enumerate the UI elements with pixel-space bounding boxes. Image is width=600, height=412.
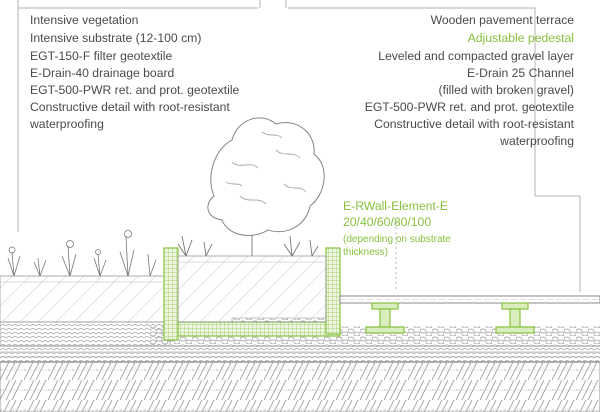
substrate-bed-left: [0, 275, 165, 323]
label-gravel-layer: Leveled and compacted gravel layer: [378, 49, 574, 63]
label-protection-geotextile-left: EGT-500-PWR ret. and prot. geotextile: [30, 83, 240, 97]
vegetation-left: [7, 230, 157, 277]
label-channel-fill: (filled with broken gravel): [438, 83, 574, 97]
label-adjustable-pedestal: Adjustable pedestal: [467, 31, 574, 45]
label-intensive-substrate: Intensive substrate (12-100 cm): [30, 31, 202, 45]
adjustable-pedestal-1: [365, 302, 405, 334]
frame-lines: [17, 0, 581, 292]
label-rwall-note-1: (depending on substrate: [343, 234, 451, 245]
structural-slab: [0, 361, 600, 412]
waterproofing-layers: [0, 345, 600, 362]
wooden-terrace: [339, 295, 600, 304]
adjustable-pedestal-2: [495, 302, 535, 334]
label-protection-geotextile-right: EGT-500-PWR ret. and prot. geotextile: [364, 100, 574, 114]
label-filter-geotextile: EGT-150-F filter geotextile: [30, 49, 173, 63]
drainage-board: [0, 321, 171, 347]
rwall-element-planter: [163, 247, 341, 341]
label-intensive-vegetation: Intensive vegetation: [30, 13, 139, 27]
label-wooden-terrace: Wooden pavement terrace: [430, 13, 574, 27]
label-waterproofing-left-2: waterproofing: [30, 117, 104, 131]
label-waterproofing-left-1: Constructive detail with root-resistant: [30, 100, 230, 114]
planter-tree: [177, 117, 325, 257]
label-drainage-board: E-Drain-40 drainage board: [30, 66, 175, 80]
label-drain-channel: E-Drain 25 Channel: [466, 66, 574, 80]
label-waterproofing-right-2: waterproofing: [500, 134, 574, 148]
label-rwall-sizes: 20/40/60/80/100: [343, 215, 432, 229]
label-waterproofing-right-1: Constructive detail with root-resistant: [374, 117, 574, 131]
label-rwall-note-2: thickness): [343, 247, 389, 258]
label-rwall-element: E-RWall-Element-E: [343, 199, 448, 213]
